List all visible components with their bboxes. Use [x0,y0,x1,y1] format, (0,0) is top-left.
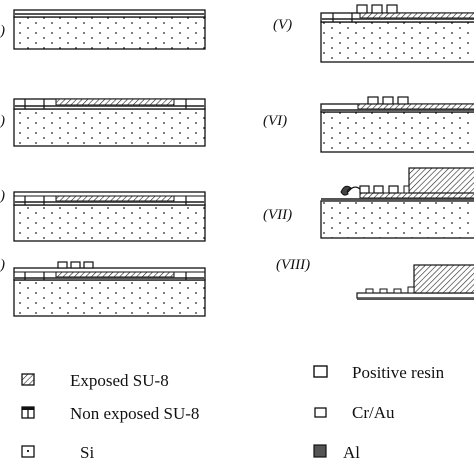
resin-block [388,185,399,194]
peeled-layer-icon [340,185,352,196]
resin-block [393,288,402,294]
step-viii-stack [356,264,474,300]
resin-block [83,261,94,269]
si-substrate [320,111,474,153]
filled-square-icon [313,444,327,458]
open-square-icon [313,365,328,378]
dotted-square-icon [21,445,35,458]
exposed-su8 [55,195,175,202]
step-label: (VII) [263,207,293,223]
exposed-su8-block [413,264,474,294]
step-vii-stack [320,167,474,239]
si-substrate [13,16,206,50]
resin-block [70,261,81,269]
small-open-square-icon [314,407,327,418]
exposed-su8 [359,12,474,19]
resin-block [367,96,379,105]
resin-block [382,96,394,105]
si-substrate [320,200,474,239]
exposed-su8 [359,192,474,199]
step-label: ) [0,188,5,204]
step-label: ) [0,23,5,39]
resin-block [359,185,370,194]
cr-au-layer [356,292,474,299]
step-iv-stack [13,261,206,317]
step-iii-stack [13,191,206,242]
step-label: (V) [273,17,293,33]
resin-block [397,96,409,105]
resin-block [373,185,384,194]
resin-block [379,288,388,294]
exposed-su8-block [408,167,474,194]
legend-label-exposed-su8: Exposed SU-8 [70,371,169,390]
legend-swatches [21,365,328,458]
su8-step [403,185,410,194]
legend-label-cr-au: Cr/Au [352,403,395,422]
resin-block [356,4,368,14]
step-label: ) [0,257,5,273]
legend-label-positive-resin: Positive resin [352,363,445,382]
resin-block [371,4,383,14]
si-substrate [13,279,206,317]
resin-block [57,261,68,269]
legend-label-si: Si [80,443,95,462]
si-substrate [13,204,206,242]
step-label: (VI) [263,113,288,129]
legend-label-non-exposed-su8: Non exposed SU-8 [70,404,200,423]
exposed-su8 [55,271,175,278]
exposed-su8 [55,98,175,106]
step-label: (VIII) [276,257,311,273]
su8-step [407,286,415,294]
step-label: ) [0,113,5,129]
split-square-icon [21,406,35,419]
si-substrate [320,21,474,63]
hatched-square-icon [21,373,35,386]
step-ii-stack [13,98,206,147]
exposed-su8 [357,103,474,110]
step-v-stack [320,4,474,63]
resin-block [386,4,398,14]
legend-label-al: Al [343,443,360,462]
si-substrate [13,108,206,147]
step-i-stack [13,9,206,50]
step-vi-stack [320,96,474,153]
resin-block [365,288,374,294]
